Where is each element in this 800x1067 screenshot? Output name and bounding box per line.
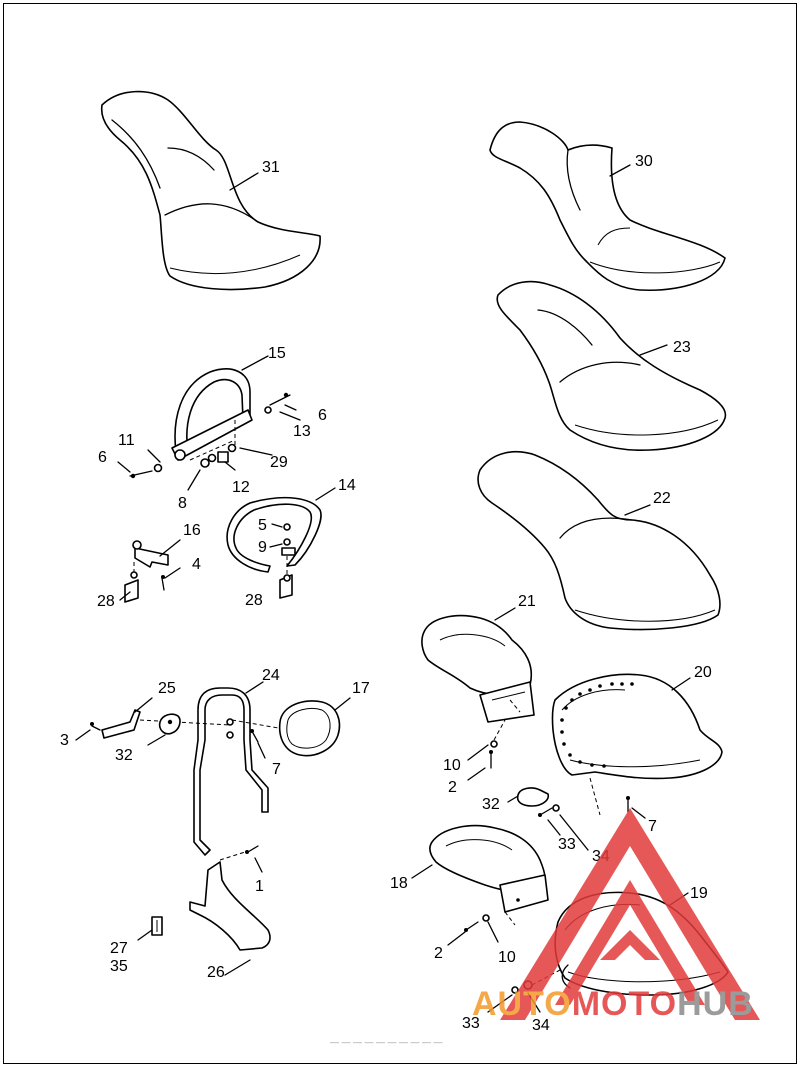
bracket-25 <box>75 697 153 741</box>
watermark-logo: AUTOMOTOHUB <box>472 808 760 1023</box>
seat-23 <box>496 280 727 451</box>
studded-seat-20 <box>551 673 723 816</box>
callout-1: 1 <box>255 878 264 895</box>
callout-3: 3 <box>60 732 69 749</box>
callout-31: 31 <box>262 159 280 176</box>
callout-27: 27 <box>110 940 128 957</box>
callout-20: 20 <box>694 664 712 681</box>
svg-text:AUTOMOTOHUB: AUTOMOTOHUB <box>472 985 754 1023</box>
callout-10-upper: 10 <box>443 757 461 774</box>
callout-23: 23 <box>673 339 691 356</box>
callout-18: 18 <box>390 875 408 892</box>
callout-32-right: 32 <box>482 796 500 813</box>
callout-22: 22 <box>653 490 671 507</box>
callout-2-upper: 2 <box>448 779 457 796</box>
pillion-21 <box>421 607 535 781</box>
callout-12: 12 <box>232 479 250 496</box>
stud-row <box>560 682 634 768</box>
callout-19: 19 <box>690 885 708 902</box>
seat-31 <box>100 90 321 291</box>
callout-28-right: 28 <box>245 592 263 609</box>
callout-15: 15 <box>268 345 286 362</box>
callout-33-upper: 33 <box>558 836 576 853</box>
seat-22 <box>477 450 721 631</box>
watermark-triangle-icon <box>500 808 760 1020</box>
backrest-15 <box>171 355 269 461</box>
callout-8: 8 <box>178 495 187 512</box>
callout-16: 16 <box>183 522 201 539</box>
callout-34-lower: 34 <box>532 1017 550 1034</box>
callout-9: 9 <box>258 539 267 556</box>
callout-30: 30 <box>635 153 653 170</box>
watermark-text-hub: HUB <box>677 985 754 1023</box>
callout-2-lower: 2 <box>434 945 443 962</box>
right-hardware <box>507 787 646 851</box>
watermark-text-moto: MOTO <box>572 985 677 1023</box>
callout-17: 17 <box>352 680 370 697</box>
callout-32-left: 32 <box>115 747 133 764</box>
callout-11: 11 <box>118 432 135 449</box>
callout-24: 24 <box>262 667 280 684</box>
callout-6-left: 6 <box>98 449 107 466</box>
callout-4: 4 <box>192 556 201 573</box>
callout-33-lower: 33 <box>462 1015 480 1032</box>
pillion-18 <box>411 824 549 946</box>
callout-7-left: 7 <box>272 761 281 778</box>
backrest-hardware <box>117 392 301 491</box>
spacer-32-left <box>147 713 181 746</box>
callout-6-right: 6 <box>318 407 327 424</box>
callout-labels: 31 30 23 15 6 13 11 6 29 12 8 14 5 9 16 … <box>60 153 712 1034</box>
backrest-pad-17 <box>278 697 351 757</box>
sissy-bar-24 <box>139 681 291 856</box>
callout-5: 5 <box>258 517 267 534</box>
diagram-frame <box>3 3 797 1064</box>
callout-10-lower: 10 <box>498 949 516 966</box>
callout-25: 25 <box>158 680 176 697</box>
callout-35: 35 <box>110 958 128 975</box>
footer-code: — — — — — — — — — — <box>330 1037 443 1047</box>
callout-14: 14 <box>338 477 356 494</box>
callout-29: 29 <box>270 454 288 471</box>
callout-7-right: 7 <box>648 818 657 835</box>
callout-28-left: 28 <box>97 593 115 610</box>
seat-30 <box>489 121 726 292</box>
side-plate-26 <box>137 845 271 976</box>
bracket-16 <box>119 539 181 603</box>
watermark-text-auto: AUTO <box>472 985 572 1023</box>
callout-21: 21 <box>518 593 536 610</box>
callout-13: 13 <box>293 423 311 440</box>
callout-26: 26 <box>207 964 225 981</box>
rack-14 <box>226 487 336 599</box>
